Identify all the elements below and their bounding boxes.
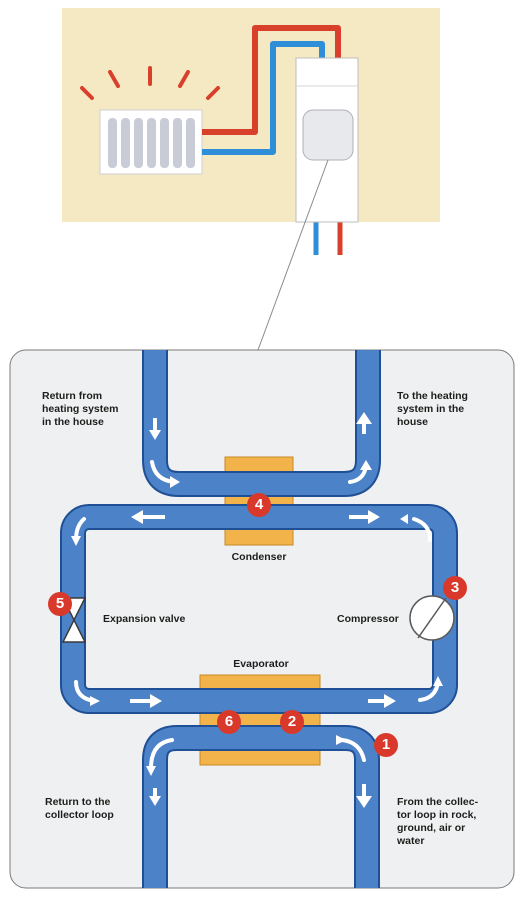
badge-6: 6: [217, 710, 241, 734]
badge-4: 4: [247, 493, 271, 517]
label-expansion-valve: Expansion valve: [103, 613, 186, 625]
flow-arrow-icon: [130, 412, 396, 808]
cold-water-pipe: [202, 41, 325, 155]
heat-pump-unit-icon: [295, 57, 359, 223]
flow-corner-heads: [71, 460, 443, 776]
label-return-heating: Return from heating system in the house: [42, 390, 119, 428]
compressor-icon: [409, 595, 455, 641]
label-evaporator: Evaporator: [233, 658, 289, 670]
badge-3: 3: [443, 576, 467, 600]
heat-wave-icon: [80, 66, 220, 100]
label-condenser: Condenser: [231, 551, 287, 563]
zoom-leader-line: [257, 159, 329, 351]
badge-1: 1: [374, 733, 398, 757]
badge-2: 2: [280, 710, 304, 734]
label-to-heating: To the heating system in the house: [397, 390, 468, 428]
badge-5: 5: [48, 592, 72, 616]
label-from-collector: From the collec- tor loop in rock, groun…: [397, 796, 479, 847]
label-return-collector: Return to the collector loop: [45, 796, 114, 821]
hot-water-pipe: [202, 25, 341, 135]
label-compressor: Compressor: [337, 613, 399, 625]
radiator-icon: [99, 109, 203, 175]
